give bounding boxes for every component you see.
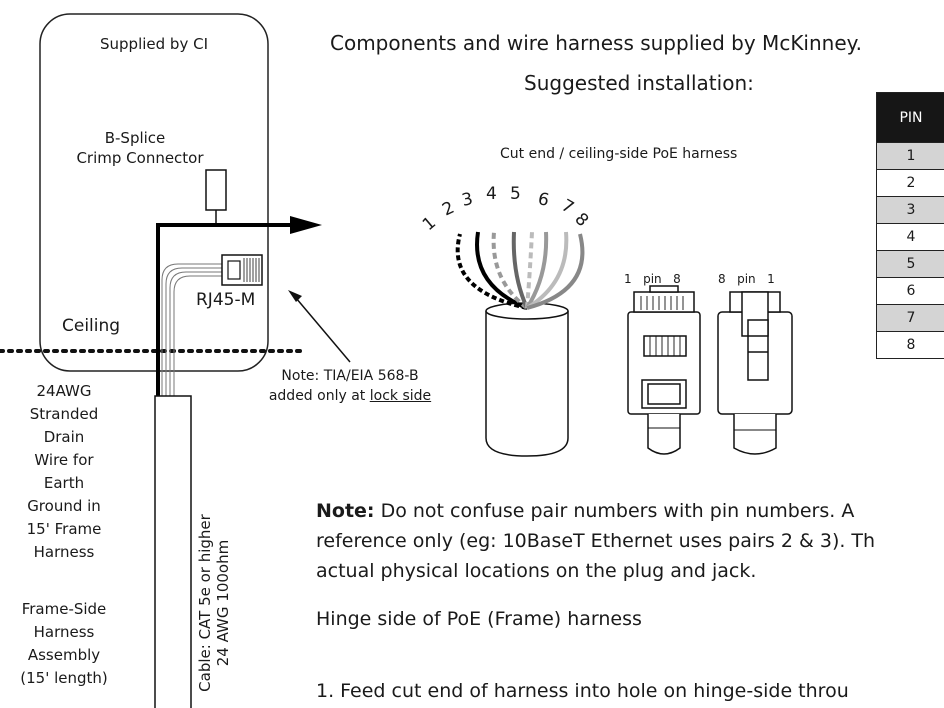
note-tia-prefix: added only at (268, 388, 370, 404)
pin-cell: 2 (876, 169, 944, 197)
drain-wire-text: Drain (43, 428, 85, 446)
drain-wire-text: Earth (43, 474, 85, 492)
drain-wire-text: Ground in (27, 497, 101, 515)
pin-cell: 1 (876, 142, 944, 170)
wire-number-4: 4 (486, 184, 497, 204)
plug-label-left: 1 pin 8 (624, 272, 681, 286)
drain-wire-text: 15' Frame (26, 520, 102, 538)
pin-table-header: PIN (876, 92, 944, 143)
pin-cell: 4 (876, 223, 944, 251)
header-line2: Suggested installation: (524, 71, 754, 95)
note-tia-line2: added only at lock side (240, 386, 460, 406)
cable-label-line2: 24 AWG 100ohm (214, 539, 232, 667)
pin-table: PIN 1 2 3 4 5 6 7 8 (876, 92, 944, 359)
rj45-plug-front (627, 285, 701, 455)
frame-side-text: Harness (33, 623, 95, 641)
ceiling-label: Ceiling (62, 316, 121, 336)
frame-side-text: (15' length) (20, 669, 108, 687)
drain-wire-text: Harness (33, 543, 95, 561)
note-pairs: Note: Do not confuse pair numbers with p… (316, 496, 944, 586)
plug-label-right: 8 pin 1 (718, 272, 775, 286)
note-pairs-line3: actual physical locations on the plug an… (316, 560, 757, 582)
drain-wire-text: Stranded (29, 405, 99, 423)
pin-cell: 3 (876, 196, 944, 224)
ci-supplied-box (39, 13, 269, 372)
supplied-by-label: Supplied by CI (100, 35, 208, 53)
note-tia-line1: Note: TIA/EIA 568-B (281, 368, 419, 384)
connector-label-line2: Crimp Connector (76, 149, 204, 167)
drain-wire-label: 24AWG Stranded Drain Wire for Earth Grou… (4, 380, 124, 564)
drain-wire-text: 24AWG (36, 382, 92, 400)
rj45-label: RJ45-M (196, 290, 256, 310)
note-pairs-line2: reference only (eg: 10BaseT Ethernet use… (316, 530, 876, 552)
note-bold: Note: (316, 500, 375, 522)
pin-cell: 5 (876, 250, 944, 278)
header-line1: Components and wire harness supplied by … (330, 31, 862, 55)
note-pairs-line1: Note: Do not confuse pair numbers with p… (316, 496, 944, 526)
frame-side-label: Frame-Side Harness Assembly (15' length) (4, 598, 124, 690)
b-splice-connector (205, 169, 227, 211)
drain-wire-text: Wire for (34, 451, 94, 469)
note-pairs-text: Do not confuse pair numbers with pin num… (374, 500, 855, 522)
main-cable (154, 395, 192, 708)
drain-wire-path (156, 223, 290, 400)
cable-label-line1: Cable: CAT 5e or higher (196, 514, 214, 692)
connector-label-line1: B-Splice (104, 129, 166, 147)
hinge-heading: Hinge side of PoE (Frame) harness (316, 608, 642, 630)
arrow-right (290, 216, 322, 234)
rj45-plug-small (221, 254, 263, 286)
step-1-text: 1. Feed cut end of harness into hole on … (316, 680, 849, 702)
pin-cell: 6 (876, 277, 944, 305)
pin-cell: 8 (876, 331, 944, 359)
lock-side-text: lock side (369, 388, 432, 404)
harness-caption: Cut end / ceiling-side PoE harness (500, 146, 738, 162)
frame-side-text: Frame-Side (21, 600, 107, 618)
harness-cut-end (455, 231, 585, 457)
step-1: 1. Feed cut end of harness into hole on … (316, 676, 944, 706)
frame-side-text: Assembly (27, 646, 101, 664)
rj45-plug-side (717, 291, 793, 455)
pin-cell: 7 (876, 304, 944, 332)
wire-number-5: 5 (510, 184, 521, 204)
cable-label: Cable: CAT 5e or higher 24 AWG 100ohm (196, 498, 232, 708)
